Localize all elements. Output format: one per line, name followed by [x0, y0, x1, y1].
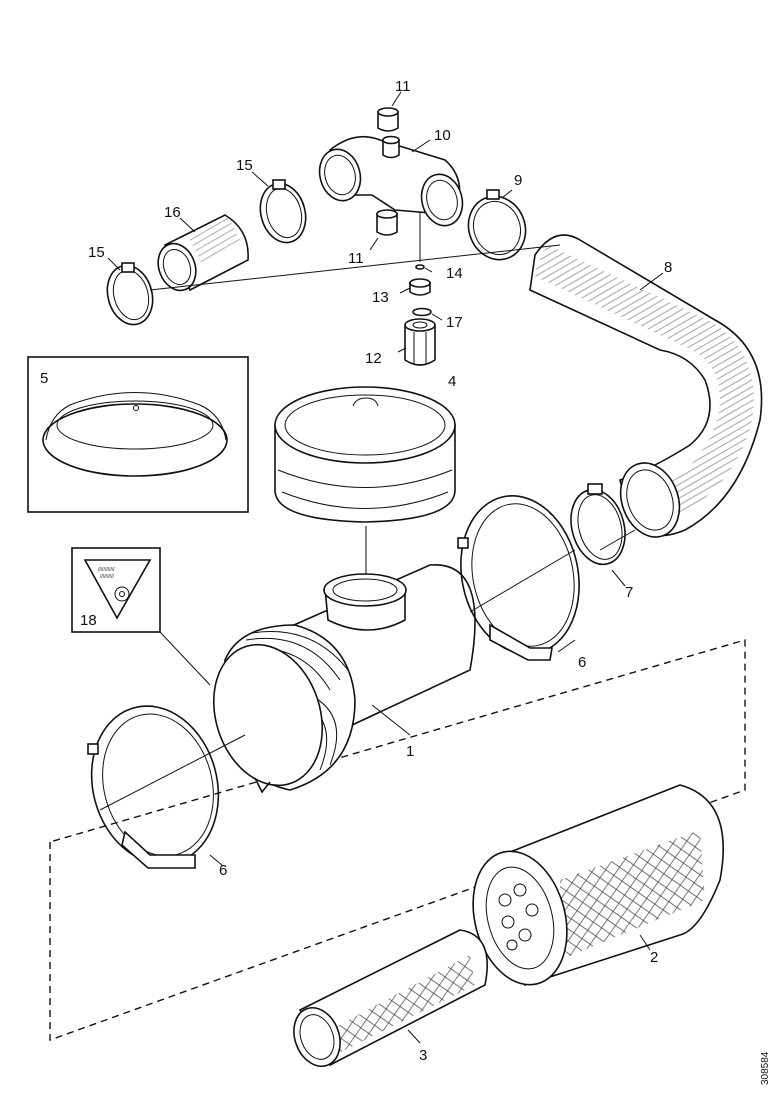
part-7-hose-clamp: [570, 483, 626, 587]
part-3-safety-filter-element: [293, 929, 489, 1067]
drain-valve-stack: [397, 212, 443, 366]
part-13-nipple: [409, 278, 431, 296]
part-16-hose: [157, 214, 249, 292]
part-2-main-filter-element: [472, 784, 724, 987]
service-kit-dashed-frame: [49, 639, 746, 1041]
callout-7: 7: [625, 584, 633, 601]
part-18-warning-sticker: //////////// //////////: [71, 547, 211, 686]
sticker-text-line-2: //////////: [100, 574, 115, 580]
callout-17: 17: [446, 314, 463, 331]
part-12-drain-nut: [404, 318, 436, 366]
callout-11-lower: 11: [348, 250, 364, 267]
callout-16: 16: [164, 204, 181, 221]
part-4-precleaner-bowl: [274, 386, 456, 600]
callout-1: 1: [406, 743, 414, 760]
callout-15-left: 15: [88, 244, 105, 261]
callout-5: 5: [40, 370, 48, 387]
part-11-cap-upper: [377, 91, 402, 132]
part-1-filter-housing: [212, 564, 476, 794]
part-15-clamp-left: [106, 257, 154, 326]
callout-9: 9: [514, 172, 522, 189]
callout-6-left: 6: [219, 862, 227, 879]
part-14-washer: [415, 264, 425, 270]
callout-10: 10: [434, 127, 451, 144]
part-6-clamp-right: [457, 495, 580, 661]
part-10-t-piece-elbow: [318, 135, 464, 227]
callout-2: 2: [650, 949, 658, 966]
callout-18: 18: [80, 612, 97, 629]
callout-15-right: 15: [236, 157, 253, 174]
callout-11-upper: 11: [395, 78, 411, 95]
part-6-clamp-left: [87, 705, 246, 869]
part-17-o-ring: [412, 307, 432, 317]
callout-12: 12: [365, 350, 382, 367]
callout-8: 8: [664, 259, 672, 276]
document-id: 308584: [760, 1051, 771, 1085]
callout-3: 3: [419, 1047, 427, 1064]
callout-4: 4: [448, 373, 456, 390]
sticker-text-line-1: ////////////: [98, 567, 115, 573]
callout-13: 13: [372, 289, 389, 306]
part-11-cap-lower: [369, 209, 398, 251]
callout-6-right: 6: [578, 654, 586, 671]
part-15-clamp-right: [251, 171, 307, 244]
part-5-cap-inset: [27, 356, 249, 513]
part-9-hose-clamp: [467, 189, 527, 261]
part-8-flexible-hose: [529, 234, 763, 551]
callout-14: 14: [446, 265, 463, 282]
